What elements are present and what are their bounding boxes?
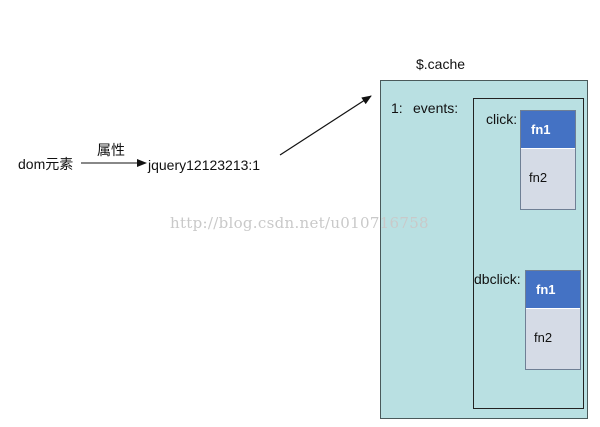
dbclick-handler-fn2: fn2 xyxy=(534,330,553,345)
attribute-edge-label: 属性 xyxy=(97,142,125,158)
events-container xyxy=(473,98,584,409)
events-label: events: xyxy=(413,100,459,116)
jquery-to-cache-arrow xyxy=(279,95,372,156)
cache-key-label: 1: xyxy=(391,100,403,116)
dbclick-event-label: dbclick: xyxy=(474,271,521,287)
watermark-url: http://blog.csdn.net/u010716758 xyxy=(170,214,429,232)
click-event-label: click: xyxy=(486,111,518,127)
dom-element-label: dom元素 xyxy=(18,156,74,172)
dbclick-handler-fn1: fn1 xyxy=(526,271,580,309)
click-handler-fn2: fn2 xyxy=(529,170,548,185)
click-handler-stack: fn1 fn2 xyxy=(520,110,576,210)
jquery-id-label: jquery12123213:1 xyxy=(148,157,261,173)
dbclick-handler-stack: fn1 fn2 xyxy=(525,270,581,370)
click-handler-fn1: fn1 xyxy=(521,111,575,149)
cache-title: $.cache xyxy=(416,56,466,72)
